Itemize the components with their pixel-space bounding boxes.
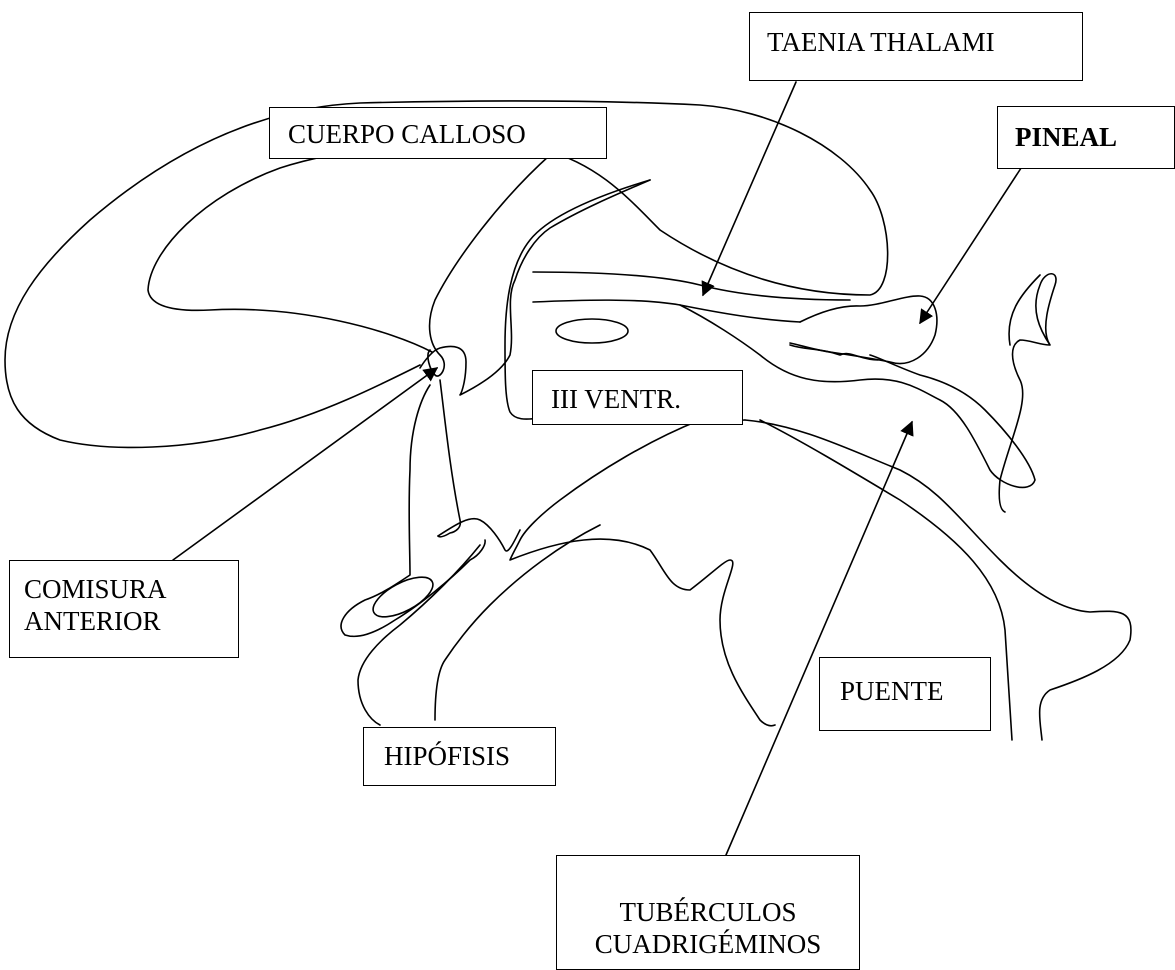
label-taenia-thalami: TAENIA THALAMI bbox=[749, 12, 1083, 81]
massa-intermedia bbox=[556, 319, 628, 343]
label-tuberculos-line1: TUBÉRCULOS bbox=[557, 896, 859, 928]
label-puente-text: PUENTE bbox=[840, 675, 990, 707]
label-pineal-text: PINEAL bbox=[1015, 121, 1174, 153]
label-tuberculos-cuadrigeminos: TUBÉRCULOS CUADRIGÉMINOS bbox=[556, 855, 860, 970]
pituitary-stalk-outline bbox=[435, 525, 600, 720]
tuberculos-arrow bbox=[726, 422, 912, 855]
label-puente: PUENTE bbox=[819, 657, 991, 731]
label-taenia-thalami-text: TAENIA THALAMI bbox=[767, 26, 1082, 58]
label-cuerpo-calloso-text: CUERPO CALLOSO bbox=[288, 118, 606, 150]
label-comisura-anterior: COMISURA ANTERIOR bbox=[9, 560, 239, 658]
pineal-gland-outline bbox=[790, 296, 937, 364]
comisura-anterior-arrow bbox=[173, 368, 437, 560]
stria-medullaris-line bbox=[533, 272, 850, 300]
pineal-arrow bbox=[920, 162, 1025, 323]
fornix-outline bbox=[428, 155, 550, 376]
taenia-line bbox=[533, 300, 800, 322]
label-hipofisis: HIPÓFISIS bbox=[363, 727, 556, 786]
anterior-commissure-curl bbox=[420, 180, 650, 395]
label-hipofisis-text: HIPÓFISIS bbox=[384, 740, 555, 772]
habenular-outline bbox=[790, 345, 878, 360]
label-iii-ventr: III VENTR. bbox=[532, 370, 743, 425]
label-cuerpo-calloso: CUERPO CALLOSO bbox=[269, 107, 607, 159]
lamina-terminalis-outline bbox=[438, 380, 460, 537]
label-tuberculos-line2: CUADRIGÉMINOS bbox=[557, 928, 859, 960]
label-iii-ventr-text: III VENTR. bbox=[551, 383, 742, 415]
label-comisura-line1: COMISURA bbox=[24, 573, 238, 605]
cerebellum-edge bbox=[999, 274, 1056, 512]
pons-ventral-outline bbox=[510, 420, 775, 726]
infundibulum-outline bbox=[358, 545, 480, 725]
label-comisura-line2: ANTERIOR bbox=[24, 605, 238, 637]
label-pineal: PINEAL bbox=[997, 106, 1175, 169]
